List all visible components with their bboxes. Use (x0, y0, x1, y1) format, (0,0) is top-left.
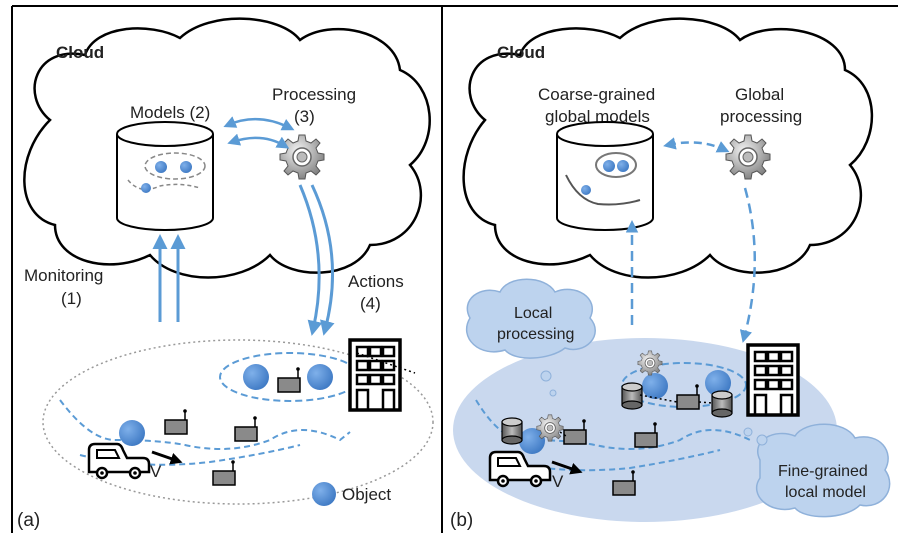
object-dot (155, 161, 167, 173)
legend-label: Object (342, 485, 391, 504)
panel-label-a: (a) (17, 510, 40, 531)
actions-arrow (298, 184, 323, 336)
local-processing-label-line1: Local (514, 305, 552, 322)
trajectory-path-a (59, 399, 351, 450)
database-icon (621, 382, 643, 410)
coarse-label-line1: Coarse-grained (538, 85, 655, 104)
object-dot (617, 160, 629, 172)
cloud-title-a: Cloud (56, 43, 104, 62)
actions-arrow (310, 184, 335, 336)
thought-bubble (756, 434, 768, 446)
cloud-title-b: Cloud (497, 43, 545, 62)
object-dot (603, 160, 615, 172)
global-processing-label-line2: processing (720, 107, 802, 126)
monitoring-label-line2: (1) (61, 289, 82, 308)
models-processing-arrow (223, 116, 295, 131)
panel-b: Cloud Coarse-grained global models Globa… (450, 17, 891, 531)
models-label: Models (2) (130, 103, 210, 122)
local-processing-cloud (465, 278, 596, 359)
gear-icon (725, 134, 771, 180)
sensor-icon (234, 415, 258, 442)
building-icon (746, 343, 800, 417)
sensor-icon (212, 459, 236, 486)
thought-bubble (549, 389, 557, 397)
sensor-icon (277, 366, 301, 393)
sensor-link (559, 431, 567, 437)
fine-grained-cloud (755, 423, 891, 518)
object-dot (581, 185, 591, 195)
sensor-link (698, 401, 713, 404)
object-dot (519, 428, 545, 454)
processing-label-line2: (3) (294, 107, 315, 126)
object-cluster-a (219, 352, 361, 402)
gear-icon (536, 414, 564, 442)
local-processing-label-line2: processing (497, 326, 574, 343)
actions-label-line2: (4) (360, 294, 381, 313)
processing-label-line1: Processing (272, 85, 356, 104)
velocity-label-b: V (552, 472, 564, 491)
panel-label-b: (b) (450, 510, 473, 531)
panel-a: Cloud Models (2) Processing (3) Monitori… (17, 17, 434, 531)
gear-icon (637, 350, 663, 376)
building-icon (348, 338, 402, 412)
coarse-label-line2: global models (545, 107, 650, 126)
sensor-icon (164, 408, 188, 435)
database-icon (116, 121, 214, 231)
object-dot (119, 420, 145, 446)
fine-grained-label-line2: local model (785, 484, 866, 501)
legend-object-icon (312, 482, 336, 506)
monitoring-label-line1: Monitoring (24, 266, 103, 285)
thought-bubble (540, 370, 552, 382)
gear-icon (279, 134, 325, 180)
actions-label-line1: Actions (348, 272, 404, 291)
object-dot (642, 373, 668, 399)
sensor-link (639, 394, 678, 403)
fine-grained-label-line1: Fine-grained (778, 463, 868, 480)
velocity-label-a: V (150, 462, 162, 481)
models-processing-arrow (227, 133, 290, 149)
global-processing-label-line1: Global (735, 85, 784, 104)
velocity-arrow (151, 450, 183, 465)
car-icon (87, 442, 151, 480)
environment-region-a (42, 339, 434, 505)
download-arrow (739, 187, 756, 343)
thought-bubble (743, 427, 753, 437)
global-model-processing-arrow (663, 137, 730, 153)
object-dot (243, 364, 269, 390)
object-dot (141, 183, 151, 193)
database-icon (501, 417, 523, 445)
object-dot (307, 364, 333, 390)
object-dot (705, 370, 731, 396)
database-icon (711, 390, 733, 418)
building-link (356, 352, 416, 374)
object-dot (180, 161, 192, 173)
velocity-arrow (551, 460, 583, 475)
database-icon (556, 121, 654, 231)
